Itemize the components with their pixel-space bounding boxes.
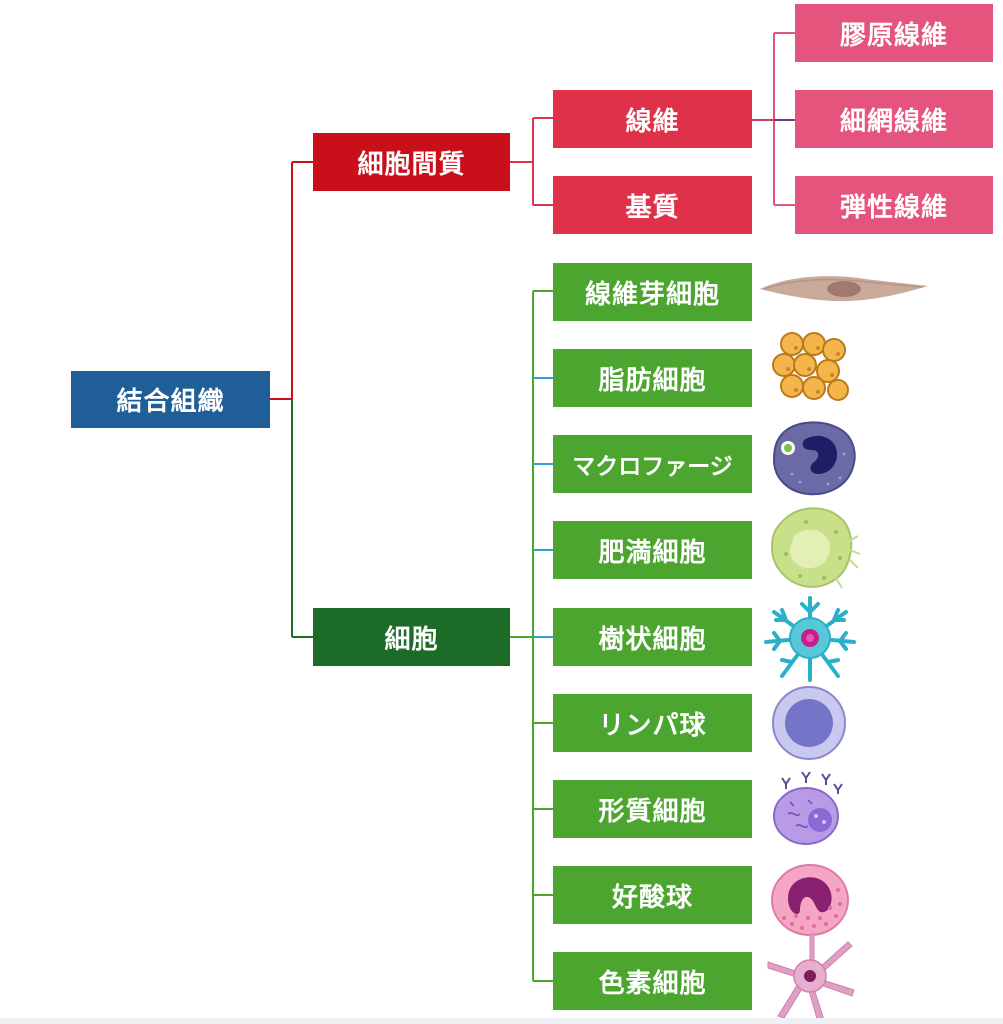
node-macrophage: マクロファージ xyxy=(553,435,752,493)
node-reticular-fiber: 細網線維 xyxy=(795,90,993,148)
lymphocyte-icon xyxy=(772,686,846,760)
root-node-connective-tissue: 結合組織 xyxy=(71,371,270,428)
eosinophil-icon xyxy=(771,864,849,936)
dendritic-cell-icon xyxy=(764,596,856,682)
node-ground-substance: 基質 xyxy=(553,176,752,234)
node-dendritic-cell: 樹状細胞 xyxy=(553,608,752,666)
node-cells: 細胞 xyxy=(313,608,510,666)
node-lymphocyte: リンパ球 xyxy=(553,694,752,752)
node-elastic-fiber: 弾性線維 xyxy=(795,176,993,234)
node-extracellular-matrix: 細胞間質 xyxy=(313,133,510,191)
adipocyte-icon xyxy=(772,332,849,401)
macrophage-icon xyxy=(772,421,856,496)
node-melanocyte: 色素細胞 xyxy=(553,952,752,1010)
window-bottom-edge xyxy=(0,1018,1003,1024)
node-fiber: 線維 xyxy=(553,90,752,148)
node-collagen-fiber: 膠原線維 xyxy=(795,4,993,62)
node-plasma-cell: 形質細胞 xyxy=(553,780,752,838)
node-fibroblast: 線維芽細胞 xyxy=(553,263,752,321)
fibroblast-icon xyxy=(760,276,928,302)
mast-cell-icon xyxy=(770,507,861,589)
melanocyte-icon xyxy=(767,933,855,1022)
node-eosinophil: 好酸球 xyxy=(553,866,752,924)
plasma-cell-icon xyxy=(773,771,843,845)
node-mast-cell: 肥満細胞 xyxy=(553,521,752,579)
node-adipocyte: 脂肪細胞 xyxy=(553,349,752,407)
